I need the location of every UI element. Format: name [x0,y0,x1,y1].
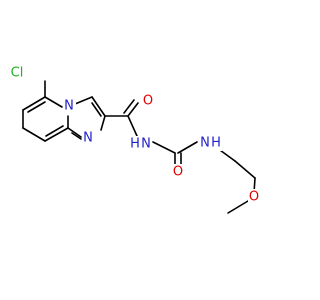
second-amide-nitrogen-h-label: H [211,136,221,151]
bond [44,96,63,108]
atom-labels: Cl N N O H N O N H O [4,64,261,205]
bond [100,115,106,131]
bond [74,96,93,105]
amide-nitrogen-label: N [141,137,151,152]
bridgehead-nitrogen-label: N [64,99,74,114]
bond [227,200,249,214]
bond [22,96,46,111]
bond [91,102,102,117]
chlorine-atom-label: Cl [11,66,24,81]
bond [22,127,46,142]
bonds [22,80,256,214]
amide-oxygen-label: O [143,94,153,109]
bond [123,99,135,114]
bond [127,102,139,117]
second-amide-nitrogen-label: N [200,136,210,151]
bond [71,132,82,140]
bond [27,101,46,113]
bond [67,127,82,138]
molecule-canvas: Cl N N O H N O N H O [4,64,261,214]
bond [45,125,64,137]
bond [177,141,198,154]
bond [44,127,69,142]
second-amide-oxygen-label: O [173,165,183,180]
amide-nitrogen-h-label: H [130,137,140,152]
bond [127,115,138,137]
ether-oxygen-label: O [249,190,259,205]
bond [234,160,256,179]
structure-diagram: Cl N N O H N O N H O [4,64,261,214]
ring-nitrogen-label: N [83,131,93,146]
bond [152,141,176,154]
bond [91,96,106,117]
